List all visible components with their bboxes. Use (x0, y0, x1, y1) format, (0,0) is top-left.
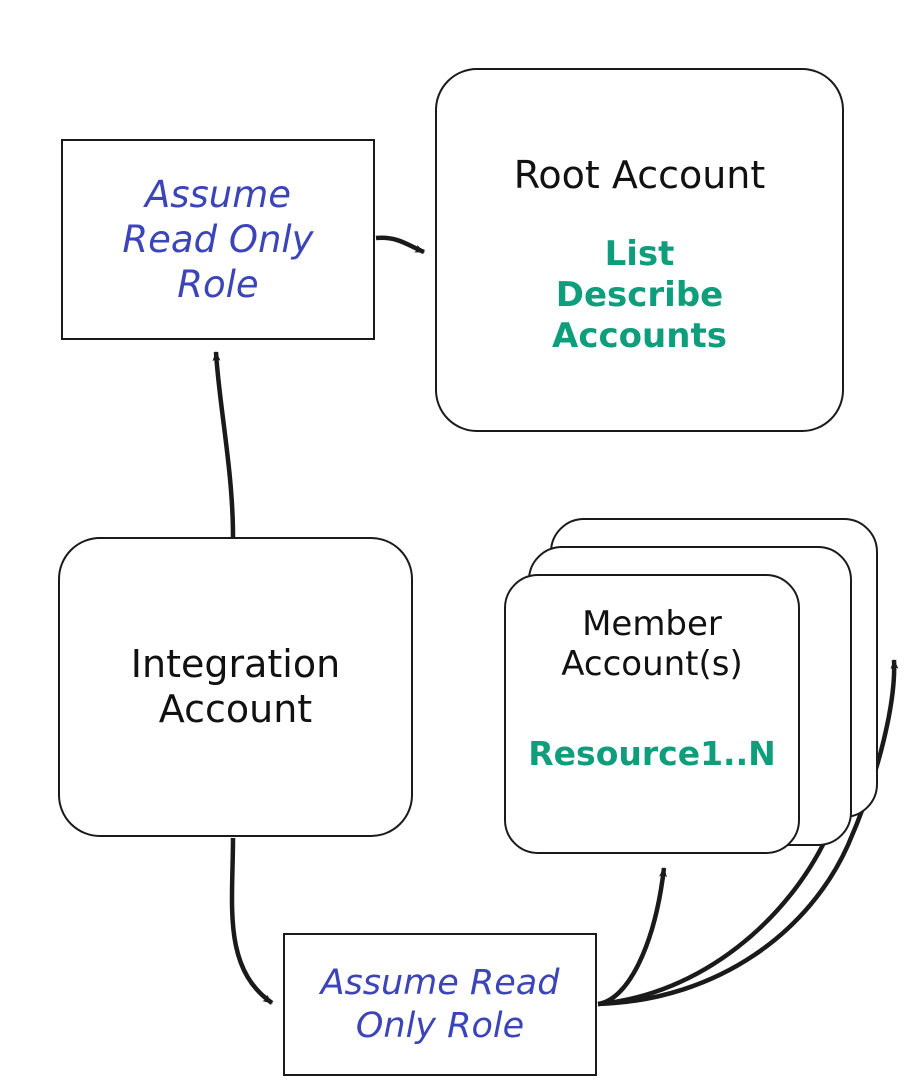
edge-assume-ro-top-to-root-account (375, 235, 425, 255)
node-root-account[interactable]: Root Account List Describe Accounts (435, 68, 844, 432)
node-label-integration-account: Integration Account (130, 642, 341, 731)
edge-integration-to-assume-ro-bottom (229, 837, 274, 1005)
node-action-root-account-list-describe-accounts: List Describe Accounts (552, 234, 727, 356)
node-member-accounts[interactable]: Member Account(s) Resource1..N (504, 574, 800, 854)
edge-integration-to-assume-ro-top (212, 351, 236, 538)
node-label-assume-read-only-role-top: Assume Read Only Role (122, 172, 314, 307)
node-assume-read-only-role-bottom[interactable]: Assume Read Only Role (283, 933, 597, 1076)
node-label-member-accounts: Member Account(s) (561, 604, 743, 685)
node-integration-account[interactable]: Integration Account (58, 537, 413, 837)
edge-assume-ro-bottom-to-member-front (597, 867, 667, 1007)
node-label-root-account: Root Account (513, 153, 766, 198)
node-assume-read-only-role-top[interactable]: Assume Read Only Role (61, 139, 375, 340)
node-action-member-accounts-resources: Resource1..N (528, 734, 776, 774)
node-label-assume-read-only-role-bottom: Assume Read Only Role (320, 962, 560, 1046)
